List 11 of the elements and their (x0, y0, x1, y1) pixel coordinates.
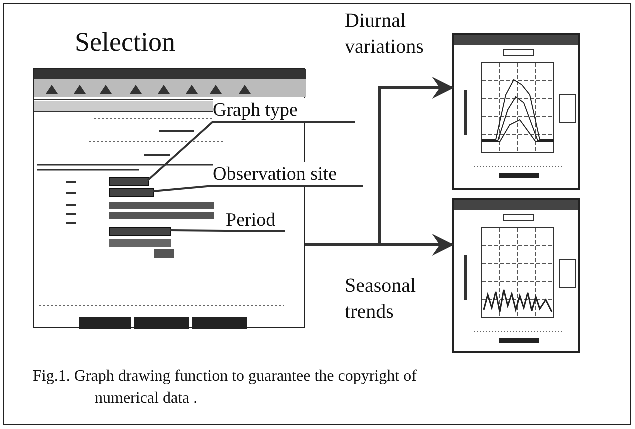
callout-label: Period (226, 210, 276, 232)
callout-label: Graph type (213, 100, 298, 122)
input-field (109, 188, 154, 197)
leader-line (170, 230, 285, 232)
callout-label: Observation site (213, 164, 338, 186)
leader-line (147, 121, 355, 182)
heading: Selection (75, 26, 176, 59)
input-field (109, 177, 149, 186)
caption: Fig.1. Graph drawing function to guarantee the copyright of numerical data . (33, 367, 418, 409)
input-field (109, 227, 171, 236)
leader-line (152, 185, 363, 192)
